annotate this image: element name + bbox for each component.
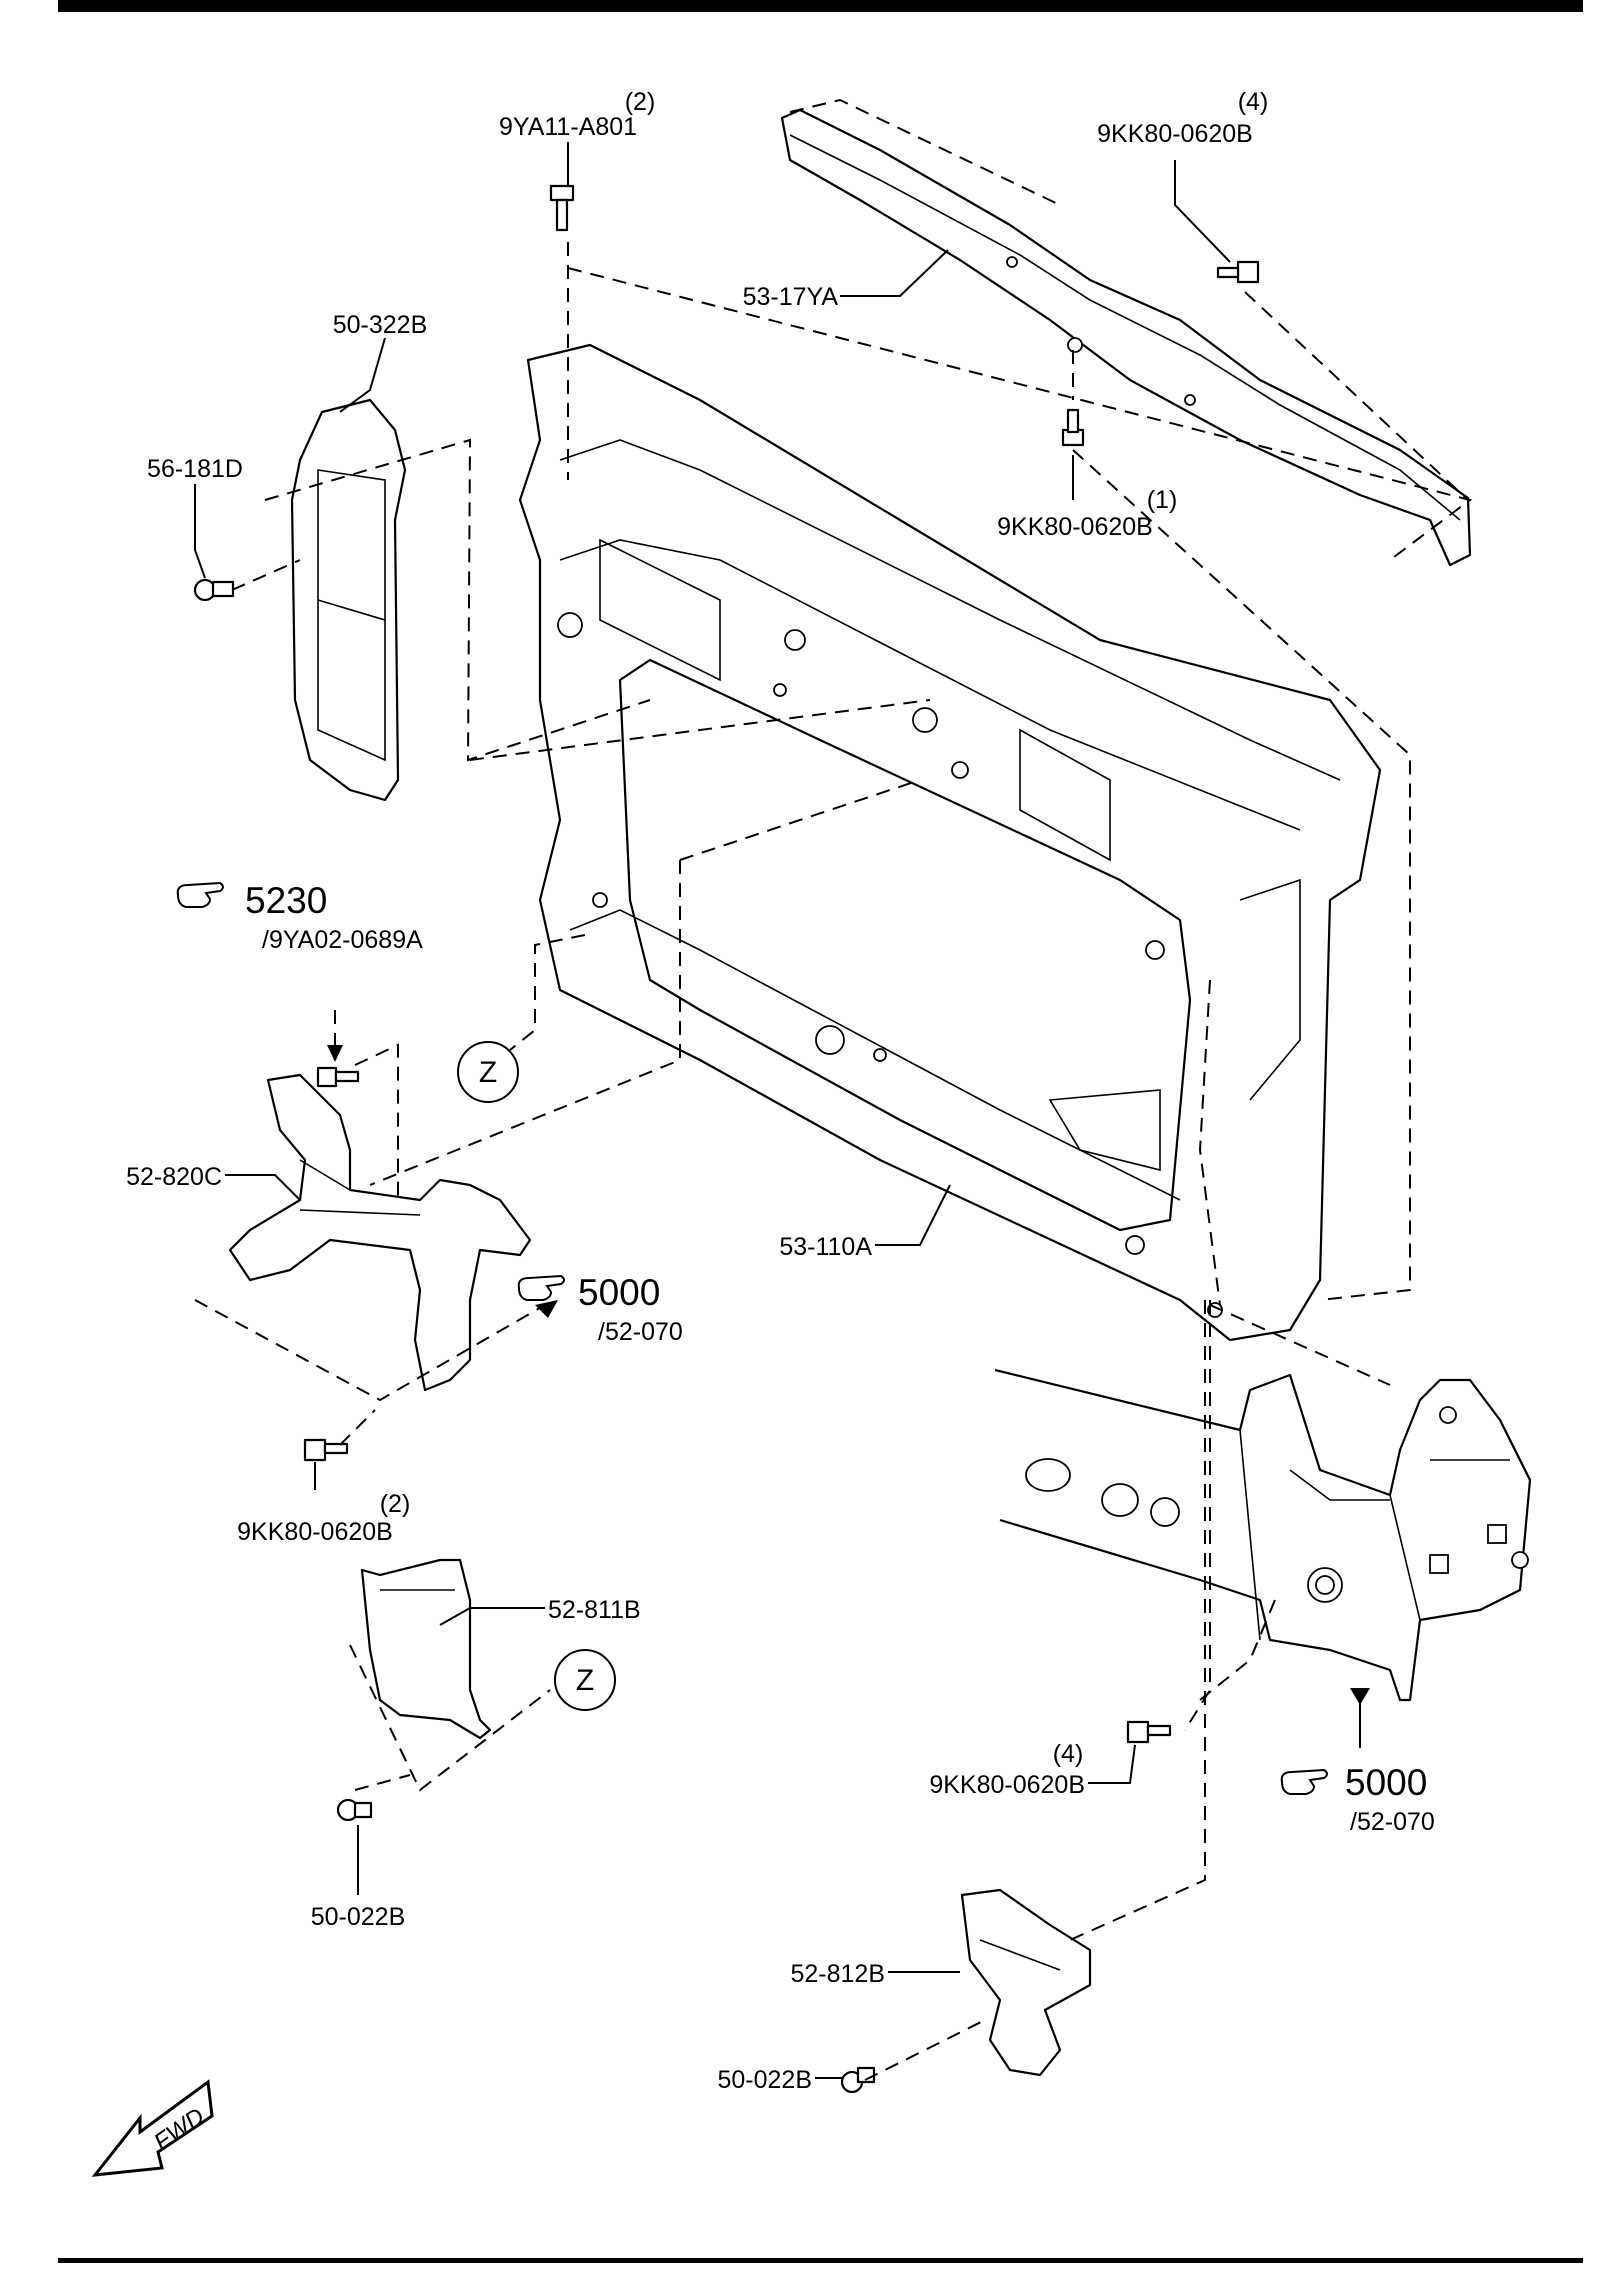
part-56-181d: 56-181D [147, 455, 243, 483]
assembly-lines [194, 98, 1473, 2081]
part-9kk80-right: 9KK80-0620B [929, 1771, 1085, 1799]
part-50-022b-right: 50-022B [717, 2066, 812, 2094]
callout-z-upper: Z [479, 1056, 497, 1089]
ref-5000-right-sub: /52-070 [1350, 1808, 1435, 1836]
callout-circle-upper [457, 1041, 519, 1103]
frame-rail-assembly [994, 1368, 1532, 1702]
air-guide-50-322b [290, 398, 407, 802]
callout-circle-lower [554, 1649, 616, 1711]
pointing-hand-icon [517, 1274, 565, 1301]
part-50-322b: 50-322B [333, 311, 428, 339]
upper-tie-bar-53-17ya [780, 108, 1472, 567]
ref-5000-right: 5000 [1345, 1762, 1427, 1803]
arrow-head-5000-left [535, 1300, 558, 1318]
qty-9kk80-right: (4) [1053, 1740, 1084, 1768]
fwd-label: FWD [149, 2103, 209, 2156]
bolt-9kk80-right [1126, 1720, 1172, 1744]
part-9ya11-a801: 9YA11-A801 [499, 113, 637, 141]
qty-9kk80-left: (2) [380, 1490, 411, 1518]
clip-56-181d [193, 578, 235, 602]
bolt-9ya11-a801 [549, 184, 575, 232]
bolt-9kk80-mid [1061, 408, 1085, 447]
pointing-hand-icon [1280, 1768, 1328, 1795]
ref-5000-left-sub: /52-070 [598, 1318, 683, 1346]
ref-5230-sub: /9YA02-0689A [262, 926, 423, 954]
callout-z-lower: Z [576, 1664, 594, 1697]
ref-5000-left: 5000 [578, 1272, 660, 1313]
part-52-812b: 52-812B [790, 1960, 885, 1988]
part-52-811b: 52-811B [548, 1596, 641, 1624]
bracket-52-811b [360, 1558, 492, 1740]
fwd-arrow-icon: FWD [91, 2079, 214, 2177]
clip-50-022b-right [840, 2066, 876, 2094]
bolt-9ya02-0689a [316, 1066, 360, 1088]
bolt-9kk80-top [1216, 260, 1260, 284]
part-52-820c: 52-820C [126, 1163, 222, 1191]
ref-5230: 5230 [245, 880, 327, 921]
bolt-9kk80-left [303, 1438, 349, 1462]
clip-50-022b-left [336, 1798, 373, 1822]
part-53-110a: 53-110A [779, 1233, 872, 1261]
qty-9kk80-top: (4) [1238, 88, 1269, 116]
arrow-head-5000-right [1350, 1688, 1370, 1705]
part-9kk80-left: 9KK80-0620B [237, 1518, 393, 1546]
bracket-52-812b [960, 1888, 1092, 2077]
part-50-022b-left: 50-022B [311, 1903, 406, 1931]
qty-9kk80-mid: (1) [1147, 486, 1178, 514]
bracket-52-820c [228, 1073, 532, 1392]
top-border [58, 0, 1583, 12]
part-9kk80-mid: 9KK80-0620B [997, 513, 1153, 541]
bottom-border [58, 2258, 1583, 2263]
qty-9ya11: (2) [625, 88, 656, 116]
radiator-support-53-110a [518, 343, 1382, 1342]
pointing-hand-icon [176, 881, 224, 908]
arrow-head-5230 [327, 1045, 343, 1062]
part-53-17ya: 53-17YA [743, 283, 839, 311]
part-9kk80-top: 9KK80-0620B [1097, 120, 1253, 148]
